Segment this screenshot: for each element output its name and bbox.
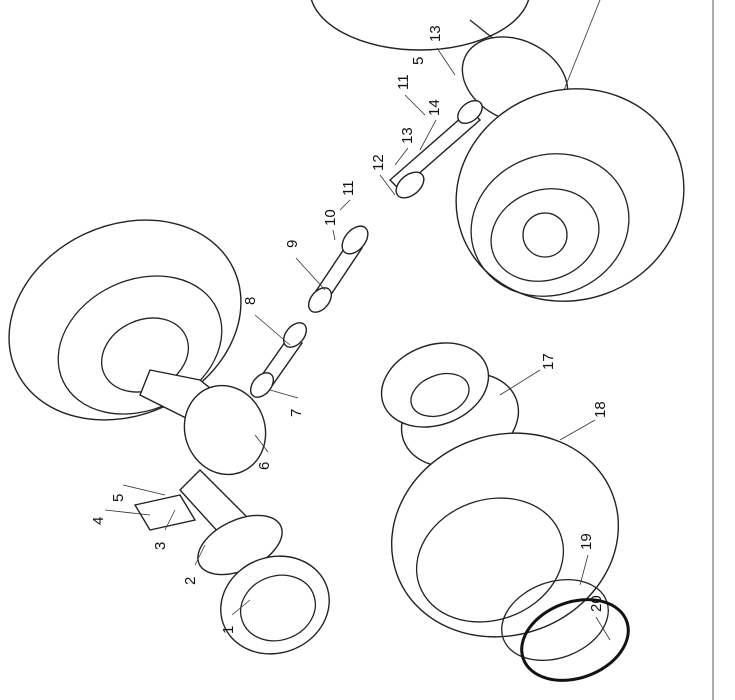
callout-19: 19: [578, 533, 595, 550]
tire-upper-right: [455, 88, 685, 302]
callout-7: 7: [288, 409, 305, 417]
callout-9: 9: [284, 240, 301, 248]
callout-5: 5: [110, 494, 127, 502]
callout-20: 20: [588, 595, 605, 612]
callout-labels: 1 2 3 4 5 6 7 8 9 10 11 12 13 14 11 13 5…: [90, 25, 609, 634]
callout-3: 3: [152, 542, 169, 550]
drive-shaft-middle: [307, 225, 369, 313]
tire-lower: [390, 432, 620, 638]
callout-13-upper: 13: [427, 25, 444, 42]
callout-13: 13: [399, 127, 416, 144]
callout-5-upper: 5: [410, 57, 427, 65]
callout-11: 11: [340, 180, 357, 196]
drive-shaft-rear: [249, 322, 308, 398]
callout-4: 4: [90, 517, 107, 525]
callout-12: 12: [370, 154, 387, 171]
callout-8: 8: [242, 297, 259, 305]
leader-lines: [104, 47, 611, 641]
callout-18: 18: [592, 401, 609, 418]
ring-20: [520, 598, 630, 682]
callout-10: 10: [322, 209, 339, 226]
callout-2: 2: [182, 577, 199, 585]
callout-6: 6: [256, 462, 273, 470]
drive-shaft-front: [388, 99, 483, 199]
callout-17: 17: [540, 353, 557, 370]
callout-11-upper: 11: [395, 74, 412, 90]
callout-1: 1: [220, 626, 237, 634]
callout-14: 14: [426, 99, 443, 116]
front-axle-assembly: [133, 369, 330, 655]
